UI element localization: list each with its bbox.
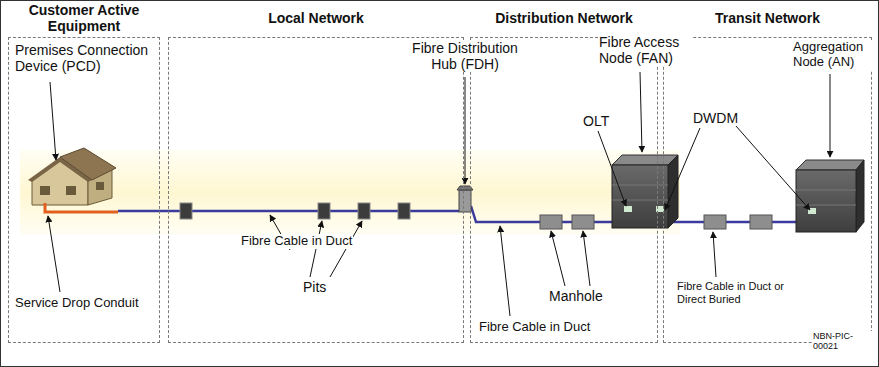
leader-lines-part	[713, 232, 716, 277]
house-icon	[28, 148, 116, 205]
an-rack-part	[796, 190, 856, 191]
service-drop-conduit	[45, 203, 118, 212]
callout-label: Premises Connection Device (PCD)	[14, 42, 156, 74]
leader-lines-part	[583, 231, 590, 286]
callout-label: DWDM	[692, 110, 739, 126]
house-icon-part	[60, 148, 116, 180]
callout-label: Fibre Access Node (FAN)	[598, 34, 692, 66]
pits	[180, 203, 410, 219]
callout-label: OLT	[582, 113, 610, 129]
region-heading: Transit Network	[663, 10, 872, 26]
callout-label: Fibre Cable in Duct	[478, 320, 591, 335]
pits-part	[318, 203, 330, 219]
region-heading: Distribution Network	[470, 10, 658, 26]
pits-part	[358, 203, 370, 219]
fan-rack	[612, 155, 678, 228]
callout-label: Pits	[302, 279, 327, 295]
manholes-part	[750, 215, 772, 229]
an-rack-part	[856, 160, 864, 232]
leader-lines-part	[830, 74, 831, 157]
leader-lines-part	[500, 226, 510, 316]
region-heading: Customer Active Equipment	[8, 2, 160, 34]
transit-fibre	[662, 212, 812, 222]
dashed-region-border	[168, 37, 464, 343]
leader-lines-part	[665, 128, 700, 210]
leader-lines-part	[465, 77, 466, 184]
leader-lines-part	[551, 231, 565, 286]
leader-lines-part	[598, 131, 626, 206]
callout-label: Fibre Distribution Hub (FDH)	[405, 40, 525, 72]
house-icon-part	[66, 186, 76, 195]
fan-rack-part	[612, 165, 668, 228]
house-icon-part	[40, 186, 50, 195]
fibre-cable	[45, 203, 812, 222]
an-rack-part	[796, 160, 864, 170]
fan-rack-part	[624, 206, 632, 212]
callout-label: Aggregation Node (AN)	[792, 40, 874, 70]
manholes-part	[704, 215, 726, 229]
pits-part	[180, 203, 192, 219]
leader-lines-part	[50, 82, 56, 160]
fan-rack-part	[612, 185, 668, 186]
callout-label: Fibre Cable in Duct	[240, 234, 353, 249]
glow-band	[20, 150, 680, 235]
leader-lines-part	[48, 216, 60, 292]
callout-label: Fibre Cable in Duct or Direct Buried	[676, 280, 788, 305]
an-rack-part	[796, 170, 856, 232]
fan-rack-part	[612, 155, 678, 165]
fan-rack-part	[612, 200, 668, 201]
callout-label: Manhole	[548, 288, 604, 304]
leader-lines-part	[640, 72, 642, 152]
region-heading: Local Network	[168, 10, 464, 26]
leader-lines	[48, 72, 830, 316]
leader-lines-part	[310, 221, 322, 277]
leader-lines-part	[736, 126, 810, 210]
manholes-part	[572, 215, 594, 229]
pits-part	[398, 203, 410, 219]
figure-id: NBN-PIC-00021	[812, 331, 874, 352]
an-rack	[796, 160, 864, 232]
house-icon-part	[96, 182, 104, 190]
manholes-part	[540, 215, 562, 229]
leader-lines-part	[330, 221, 362, 277]
callout-label: Service Drop Conduit	[14, 296, 140, 311]
